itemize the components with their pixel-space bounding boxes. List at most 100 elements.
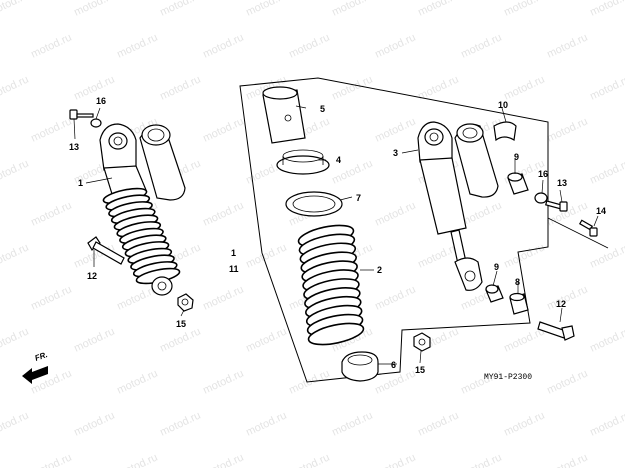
watermark-39: motod.ru xyxy=(588,157,625,186)
callout-2: 2 xyxy=(377,265,382,275)
watermark-4: motod.ru xyxy=(330,0,374,19)
watermark-64: motod.ru xyxy=(0,325,31,354)
part-2-spring xyxy=(297,224,365,346)
bolt-12-right xyxy=(537,321,575,341)
watermark-0: motod.ru xyxy=(0,0,31,19)
part-7-ring xyxy=(285,191,343,217)
callout-1-center: 1 xyxy=(231,248,236,258)
watermark-9: motod.ru xyxy=(115,31,159,60)
watermark-86: motod.ru xyxy=(502,409,546,438)
callout-15-right: 15 xyxy=(415,365,425,375)
watermark-20: motod.ru xyxy=(330,73,374,102)
callout-4: 4 xyxy=(336,155,341,165)
callout-9-upper: 9 xyxy=(514,152,519,162)
nut-15-right xyxy=(413,332,431,352)
front-direction-arrow xyxy=(22,366,48,384)
callout-13-right: 13 xyxy=(557,178,567,188)
watermark-14: motod.ru xyxy=(545,31,589,60)
watermark-91: motod.ru xyxy=(287,451,331,468)
watermark-58: motod.ru xyxy=(201,283,245,312)
watermark-40: motod.ru xyxy=(29,199,73,228)
watermark-13: motod.ru xyxy=(459,31,503,60)
callout-7: 7 xyxy=(356,193,361,203)
watermark-8: motod.ru xyxy=(29,31,73,60)
center-spring-coil-11 xyxy=(307,322,365,346)
watermark-77: motod.ru xyxy=(459,367,503,396)
left-spring xyxy=(102,187,181,285)
callout-9-lower: 9 xyxy=(494,262,499,272)
diagram-code: MY91-P2300 xyxy=(484,373,532,382)
watermark-30: motod.ru xyxy=(545,115,589,144)
watermark-82: motod.ru xyxy=(158,409,202,438)
bolt-14 xyxy=(578,219,598,237)
watermark-80: motod.ru xyxy=(0,409,31,438)
watermark-55: motod.ru xyxy=(588,241,625,270)
bolt-13-right xyxy=(545,200,568,212)
watermark-2: motod.ru xyxy=(158,0,202,19)
watermark-83: motod.ru xyxy=(244,409,288,438)
part-3-damper xyxy=(417,121,499,291)
watermark-26: motod.ru xyxy=(201,115,245,144)
watermark-65: motod.ru xyxy=(72,325,116,354)
callout-16-left: 16 xyxy=(96,96,106,106)
watermark-62: motod.ru xyxy=(545,283,589,312)
rear-shock-assembled xyxy=(99,123,186,296)
watermark-85: motod.ru xyxy=(416,409,460,438)
watermark-32: motod.ru xyxy=(0,157,31,186)
watermark-18: motod.ru xyxy=(158,73,202,102)
callout-1-left: 1 xyxy=(78,178,83,188)
callout-13-left: 13 xyxy=(69,142,79,152)
watermark-89: motod.ru xyxy=(115,451,159,468)
nut-15-left xyxy=(177,293,194,312)
watermark-60: motod.ru xyxy=(373,283,417,312)
callout-8: 8 xyxy=(515,277,520,287)
watermark-22: motod.ru xyxy=(502,73,546,102)
callout-12-right: 12 xyxy=(556,299,566,309)
washer-16-left xyxy=(90,118,102,128)
watermark-76: motod.ru xyxy=(373,367,417,396)
watermark-56: motod.ru xyxy=(29,283,73,312)
washer-16-right xyxy=(534,192,548,204)
watermark-87: motod.ru xyxy=(588,409,625,438)
watermark-48: motod.ru xyxy=(0,241,31,270)
bolt-12-left xyxy=(87,236,125,265)
watermark-54: motod.ru xyxy=(502,241,546,270)
watermark-10: motod.ru xyxy=(201,31,245,60)
callout-6: 6 xyxy=(391,360,396,370)
bolt-13-left xyxy=(69,109,94,120)
watermark-92: motod.ru xyxy=(373,451,417,468)
callout-3: 3 xyxy=(393,148,398,158)
callout-10: 10 xyxy=(498,100,508,110)
callout-12-left: 12 xyxy=(87,271,97,281)
callout-15-left: 15 xyxy=(176,319,186,329)
part-8-collar xyxy=(509,292,529,315)
callout-11: 11 xyxy=(229,264,239,274)
watermark-81: motod.ru xyxy=(72,409,116,438)
part-9-bushing-upper xyxy=(507,172,529,195)
part-5-sleeve xyxy=(262,86,306,144)
watermark-71: motod.ru xyxy=(588,325,625,354)
watermark-84: motod.ru xyxy=(330,409,374,438)
watermark-78: motod.ru xyxy=(545,367,589,396)
watermark-94: motod.ru xyxy=(545,451,589,468)
part-6-seat xyxy=(341,351,379,382)
watermark-11: motod.ru xyxy=(287,31,331,60)
watermark-17: motod.ru xyxy=(72,73,116,102)
part-10-bracket xyxy=(493,121,517,142)
watermark-7: motod.ru xyxy=(588,0,625,19)
watermark-73: motod.ru xyxy=(115,367,159,396)
part-4-locknut xyxy=(276,149,330,175)
watermark-88: motod.ru xyxy=(29,451,73,468)
watermark-5: motod.ru xyxy=(416,0,460,19)
front-direction-label: FR. xyxy=(34,350,49,363)
leader-lines xyxy=(73,105,599,365)
watermark-67: motod.ru xyxy=(244,325,288,354)
callout-5: 5 xyxy=(320,104,325,114)
callout-16-right: 16 xyxy=(538,169,548,179)
watermark-44: motod.ru xyxy=(373,199,417,228)
watermark-6: motod.ru xyxy=(502,0,546,19)
watermark-90: motod.ru xyxy=(201,451,245,468)
watermark-16: motod.ru xyxy=(0,73,31,102)
watermark-1: motod.ru xyxy=(72,0,116,19)
